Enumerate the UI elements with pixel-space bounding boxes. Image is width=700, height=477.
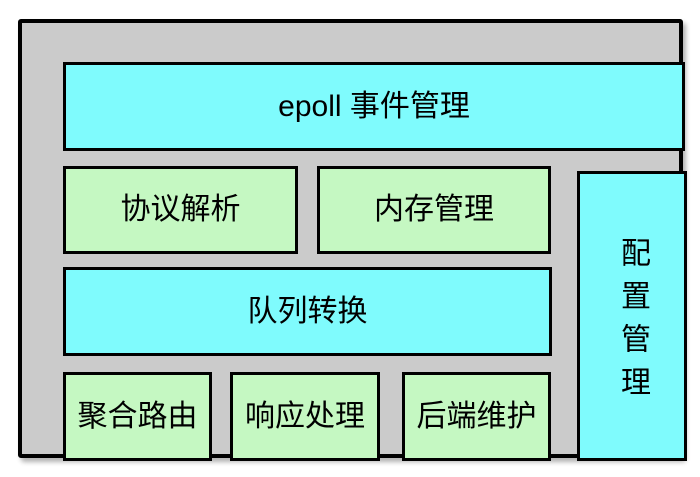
queue-conversion-label: 队列转换 xyxy=(247,294,368,328)
aggregate-routing-label: 聚合路由 xyxy=(77,399,198,433)
memory-management-box: 内存管理 xyxy=(317,166,551,254)
backend-maintenance-box: 后端维护 xyxy=(402,372,551,461)
backend-maintenance-label: 后端维护 xyxy=(416,399,537,433)
diagram-frame: epoll 事件管理 协议解析 内存管理 队列转换 聚合路由 响应处理 后端维护… xyxy=(18,19,687,461)
protocol-parsing-label: 协议解析 xyxy=(120,193,241,226)
response-handling-box: 响应处理 xyxy=(230,372,380,461)
response-handling-label: 响应处理 xyxy=(245,399,365,433)
protocol-parsing-box: 协议解析 xyxy=(63,166,298,254)
queue-conversion-box: 队列转换 xyxy=(63,267,552,356)
epoll-event-management-box: epoll 事件管理 xyxy=(63,62,685,151)
config-management-box: 配置管理 xyxy=(577,171,687,461)
aggregate-routing-box: 聚合路由 xyxy=(63,372,212,461)
config-management-label: 配置管理 xyxy=(616,236,649,409)
epoll-event-management-label: epoll 事件管理 xyxy=(278,89,470,123)
memory-management-label: 内存管理 xyxy=(374,193,494,226)
